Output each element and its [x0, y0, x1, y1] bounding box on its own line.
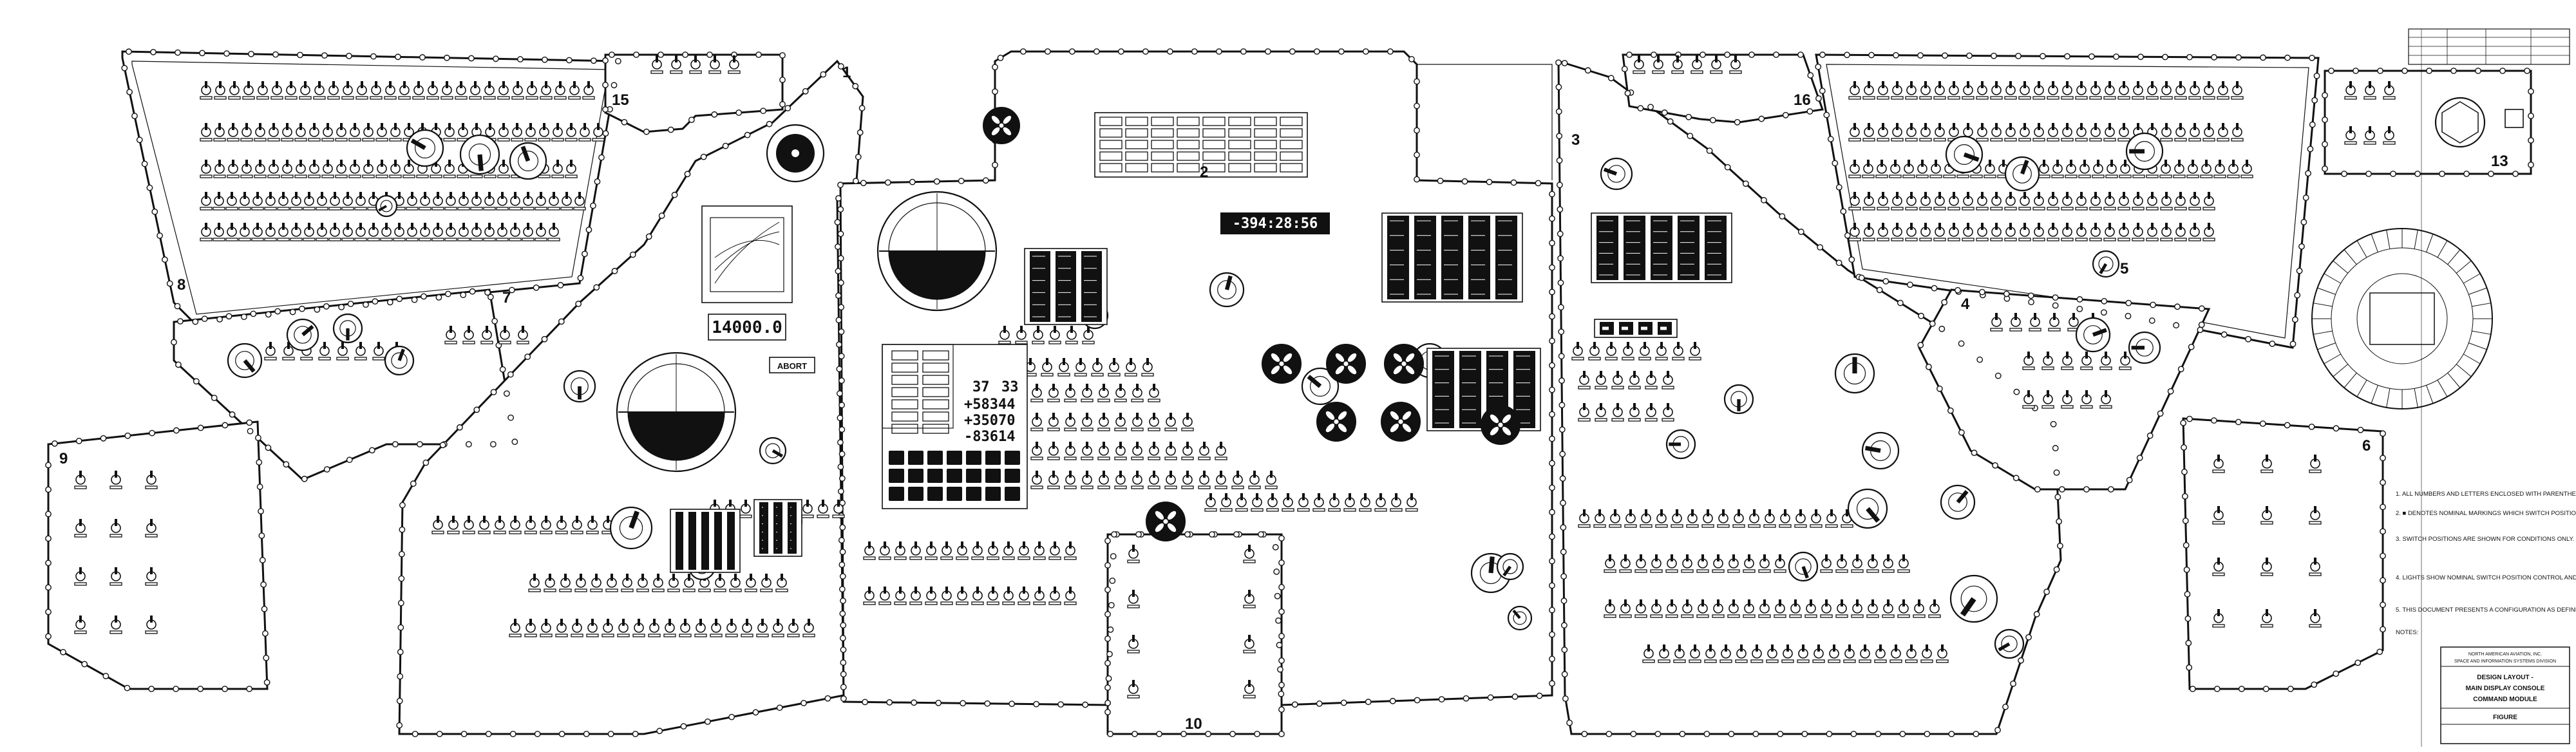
panel-9 — [47, 420, 269, 690]
range-readout: 14000.0 — [712, 318, 782, 337]
fdai-ball-left — [616, 352, 737, 473]
panel-13-selector — [2434, 97, 2524, 148]
title-company: NORTH AMERICAN AVIATION, INC. — [2468, 652, 2542, 657]
title-division: SPACE AND INFORMATION SYSTEMS DIVISION — [2454, 659, 2556, 664]
dsky-keypad — [889, 350, 1020, 501]
panel-rivets — [45, 48, 2534, 737]
range-counter: 14000.0 — [708, 314, 786, 341]
note-5: 5. THIS DOCUMENT PRESENTS A CONFIGURATIO… — [2396, 606, 2576, 614]
title-figure: FIGURE — [2493, 714, 2517, 721]
panel-number-5: 5 — [2120, 260, 2128, 277]
caution-warning-matrix — [1094, 112, 1308, 178]
panel-number-labels: 1 2 3 4 5 6 7 8 9 10 13 15 16 — [59, 64, 2508, 733]
fdai-ball-center — [876, 191, 998, 312]
note-4: 4. LIGHTS SHOW NOMINAL SWITCH POSITION C… — [2396, 574, 2576, 581]
entry-monitor-scroll — [701, 205, 793, 303]
panel-10 — [1106, 533, 1283, 735]
panel-number-8: 8 — [177, 276, 185, 294]
drawing-notes: 1. ALL NUMBERS AND LETTERS ENCLOSED WITH… — [2396, 491, 2576, 636]
panel-number-2: 2 — [1200, 164, 1208, 181]
propellant-gauges — [983, 107, 1520, 541]
title-line-1: DESIGN LAYOUT - — [2477, 674, 2533, 681]
title-line-2: MAIN DISPLAY CONSOLE — [2466, 685, 2545, 692]
title-line-3: COMMAND MODULE — [2473, 696, 2537, 703]
mission-timer-readout: -394:28:56 — [1233, 216, 1318, 232]
panel-number-6: 6 — [2362, 437, 2371, 455]
toggle-switch-rows — [74, 55, 2396, 699]
panel-number-16: 16 — [1794, 91, 1811, 109]
note-3: 3. SWITCH POSITIONS ARE SHOWN FOR CONDIT… — [2396, 536, 2576, 543]
dsky-register-1: +58344 — [964, 397, 1015, 413]
panel-number-10: 10 — [1185, 715, 1202, 733]
panel-number-13: 13 — [2491, 153, 2508, 170]
panel-number-1: 1 — [842, 64, 851, 81]
panel-number-4: 4 — [1961, 296, 1970, 313]
note-2: 2. ■ DENOTES NOMINAL MARKINGS WHICH SWIT… — [2396, 510, 2576, 517]
dsky-register-2: +35070 — [964, 413, 1015, 429]
g-meter — [766, 124, 825, 183]
abort-label: ABORT — [777, 361, 807, 371]
panel-7 — [173, 288, 516, 481]
panel-number-3: 3 — [1571, 131, 1580, 149]
panel-number-15: 15 — [612, 91, 629, 109]
dsky: 37 33 +58344 +35070 -83614 — [882, 344, 1028, 509]
panel-number-9: 9 — [59, 450, 68, 467]
panel-number-7: 7 — [502, 289, 511, 306]
panel-13 — [2324, 70, 2532, 175]
panel-6 — [2182, 417, 2384, 690]
dsky-register-3: -83614 — [964, 429, 1015, 445]
abort-light: ABORT — [769, 357, 815, 373]
cm-crew-station-diagram — [2311, 228, 2493, 409]
notes-heading: NOTES: — [2396, 629, 2418, 636]
dsky-verb: 37 — [972, 379, 990, 395]
note-1: 1. ALL NUMBERS AND LETTERS ENCLOSED WITH… — [2396, 491, 2576, 498]
title-block: NORTH AMERICAN AVIATION, INC. SPACE AND … — [2408, 28, 2570, 747]
mission-event-timer: -394:28:56 — [1220, 212, 1330, 234]
dsky-noun: 33 — [1001, 379, 1019, 395]
